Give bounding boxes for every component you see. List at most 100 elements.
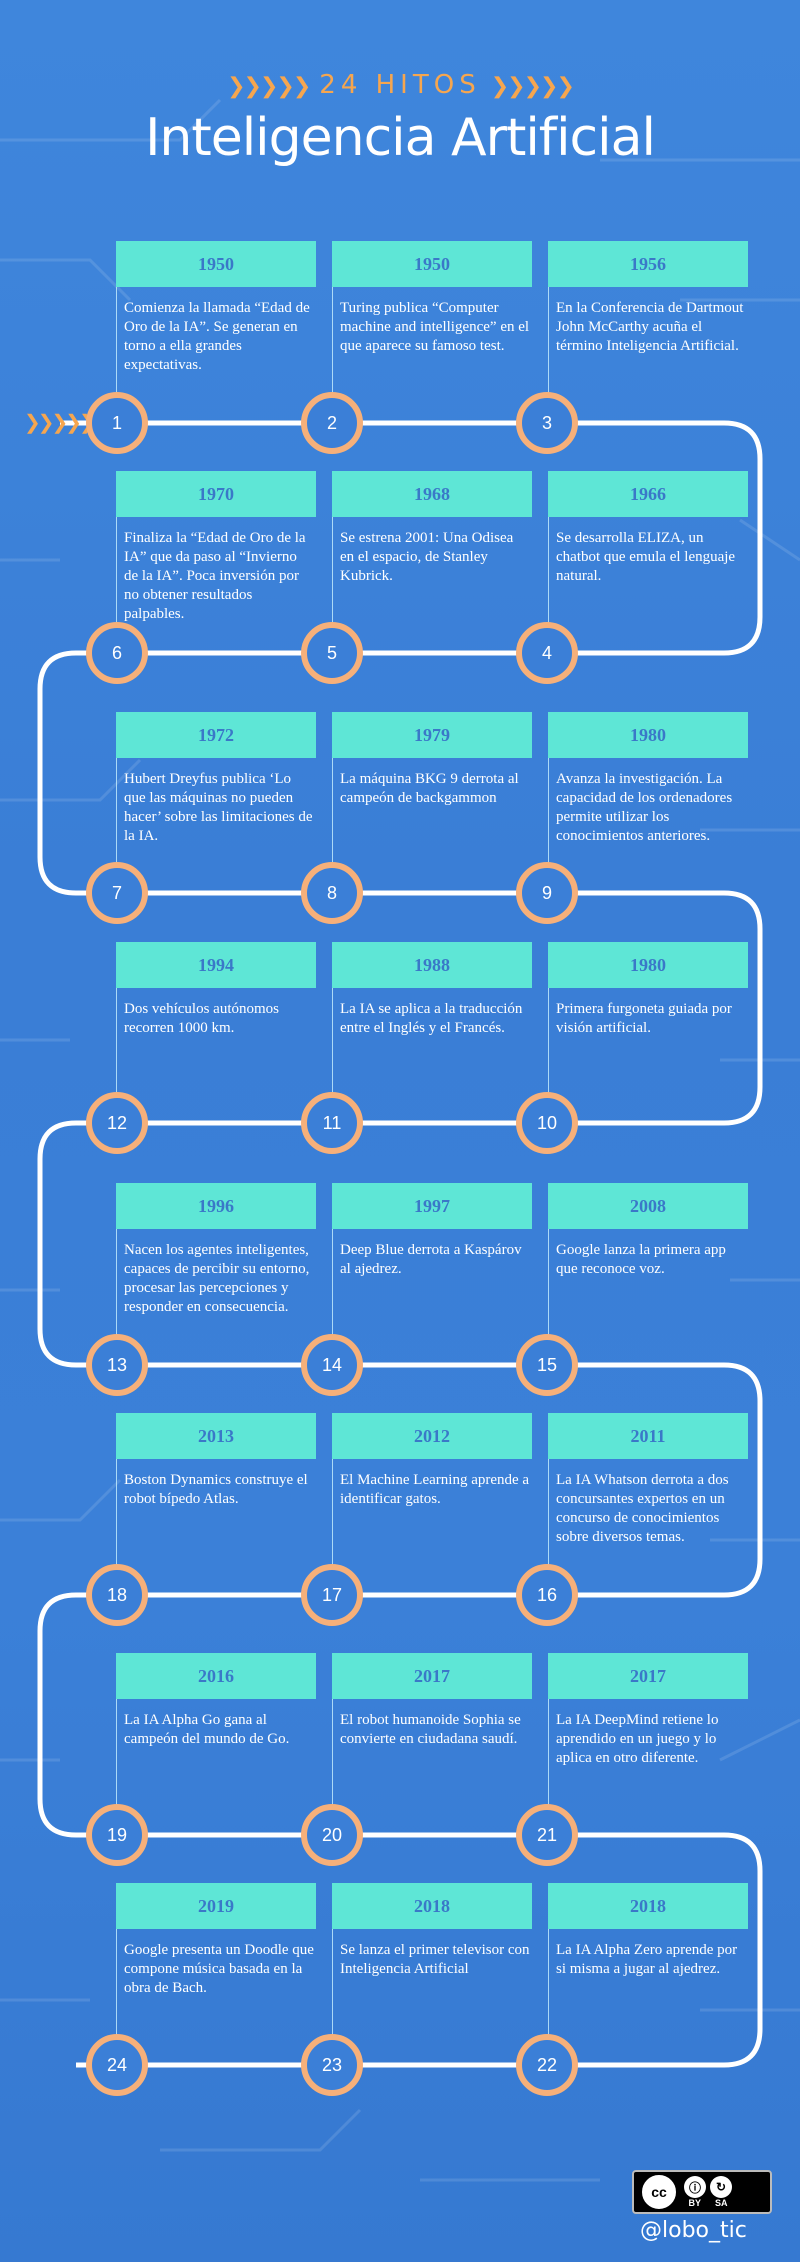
license-badge[interactable]: cc ⓘ ↻ BY SA [632, 2170, 772, 2214]
milestone-number: 23 [301, 2034, 363, 2096]
milestone-year: 2016 [116, 1653, 316, 1699]
milestone-connector [548, 1929, 549, 2037]
start-chevrons-icon: ❯❯❯❯❯ [24, 412, 96, 434]
milestone-description: La máquina BKG 9 derrota al campeón de b… [340, 771, 519, 806]
milestone-description: La IA Whatson derrota a dos concursantes… [556, 1472, 729, 1545]
milestone-connector [332, 1699, 333, 1807]
milestone-connector [116, 1459, 117, 1567]
chevrons-left-icon: ❯❯❯❯❯ [227, 74, 311, 99]
milestone-number: 12 [86, 1092, 148, 1154]
milestone-year: 1980 [548, 712, 748, 758]
milestone-connector [548, 758, 549, 865]
milestone-description: La IA Alpha Zero aprende por si misma a … [556, 1942, 738, 1977]
milestone-description: El robot humanoide Sophia se convierte e… [340, 1712, 521, 1747]
milestone-description: La IA DeepMind retiene lo aprendido en u… [556, 1712, 719, 1766]
milestone-connector [548, 1459, 549, 1567]
header-count-label: 24 HITOS [319, 70, 481, 100]
milestone-year: 1968 [332, 471, 532, 517]
milestone-year: 2018 [548, 1883, 748, 1929]
milestone-connector [548, 287, 549, 395]
milestone-connector [116, 1229, 117, 1337]
milestone-year: 2012 [332, 1413, 532, 1459]
milestone-description: En la Conferencia de Dartmout John McCar… [556, 300, 744, 354]
milestone-number: 20 [301, 1804, 363, 1866]
milestone-card: 2018 Se lanza el primer televisor con Int… [332, 1883, 532, 2065]
license-sa-label: SA [715, 2198, 728, 2208]
milestone-year: 2017 [332, 1653, 532, 1699]
milestone-year: 1980 [548, 942, 748, 988]
milestone-connector [332, 517, 333, 625]
milestone-number: 7 [86, 862, 148, 924]
milestone-number: 6 [86, 622, 148, 684]
milestone-description: Google presenta un Doodle que compone mú… [124, 1942, 314, 1996]
milestone-year: 2019 [116, 1883, 316, 1929]
milestone-number: 14 [301, 1334, 363, 1396]
milestone-year: 1997 [332, 1183, 532, 1229]
milestone-number: 17 [301, 1564, 363, 1626]
milestone-number: 24 [86, 2034, 148, 2096]
milestone-description: Se desarrolla ELIZA, un chatbot que emul… [556, 530, 736, 584]
chevrons-right-icon: ❯❯❯❯❯ [490, 74, 575, 99]
timeline-line [37, 420, 763, 2068]
milestone-number: 9 [516, 862, 578, 924]
milestone-description: Se lanza el primer televisor con Intelig… [340, 1942, 530, 1977]
milestone-number: 8 [301, 862, 363, 924]
milestone-description: Turing publica “Computer machine and int… [340, 300, 530, 354]
attribution-icon: ⓘ [684, 2176, 706, 2198]
milestone-number: 5 [301, 622, 363, 684]
milestone-description: Finaliza la “Edad de Oro de la IA” que d… [124, 530, 306, 622]
milestone-description: La IA se aplica a la traducción entre el… [340, 1001, 523, 1036]
circuit-trace [0, 1478, 122, 1522]
milestone-connector [116, 517, 117, 625]
milestone-year: 1996 [116, 1183, 316, 1229]
milestone-number: 21 [516, 1804, 578, 1866]
milestone-connector [116, 988, 117, 1095]
milestone-year: 1950 [116, 241, 316, 287]
milestone-year: 1966 [548, 471, 748, 517]
milestone-year: 1972 [116, 712, 316, 758]
share-alike-icon: ↻ [710, 2176, 732, 2198]
milestone-year: 2013 [116, 1413, 316, 1459]
milestone-year: 1970 [116, 471, 316, 517]
milestone-number: 3 [516, 392, 578, 454]
milestone-connector [116, 758, 117, 865]
license-terms: ⓘ ↻ BY SA [684, 2176, 732, 2208]
milestone-number: 16 [516, 1564, 578, 1626]
milestone-year: 2018 [332, 1883, 532, 1929]
milestone-connector [332, 287, 333, 395]
milestone-number: 11 [301, 1092, 363, 1154]
circuit-trace [719, 1718, 800, 1762]
milestone-description: Deep Blue derrota a Kaspárov al ajedrez. [340, 1242, 522, 1277]
milestone-year: 2008 [548, 1183, 748, 1229]
circuit-trace [160, 2108, 362, 2152]
milestone-description: Google lanza la primera app que reconoce… [556, 1242, 726, 1277]
milestone-year: 1994 [116, 942, 316, 988]
header-count: ❯❯❯❯❯ 24 HITOS ❯❯❯❯❯ [0, 70, 800, 100]
milestone-year: 1988 [332, 942, 532, 988]
milestone-number: 1 [86, 392, 148, 454]
milestone-description: Comienza la llamada “Edad de Oro de la I… [124, 300, 310, 373]
milestone-year: 1979 [332, 712, 532, 758]
milestone-description: Boston Dynamics construye el robot bíped… [124, 1472, 308, 1507]
license-by-label: BY [688, 2198, 701, 2208]
milestone-card: 1988 La IA se aplica a la traducción entr… [332, 942, 532, 1123]
milestone-number: 22 [516, 2034, 578, 2096]
